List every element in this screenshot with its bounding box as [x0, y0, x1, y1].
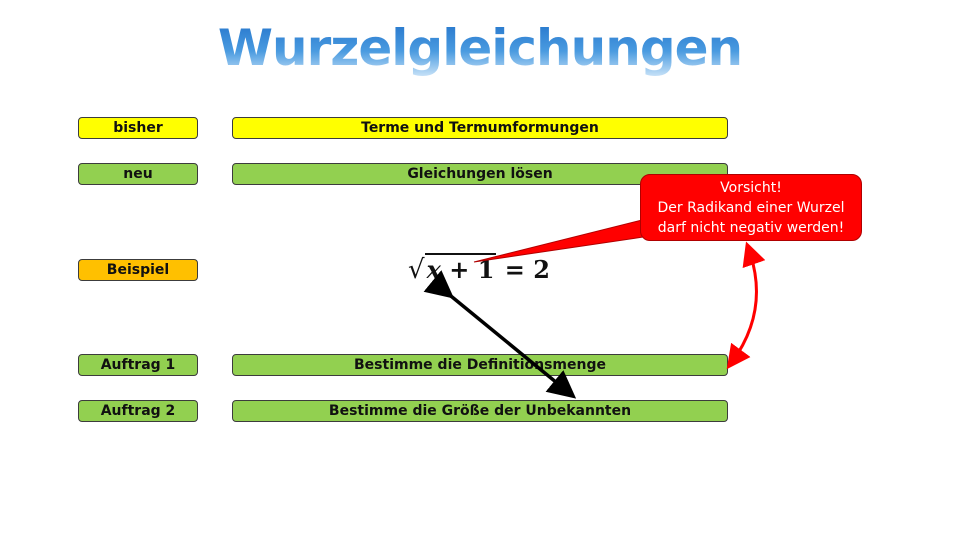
warning-callout: Vorsicht! Der Radikand einer Wurzel darf…	[640, 174, 862, 241]
callout-line-1: Vorsicht!	[720, 180, 782, 196]
content-neu: Gleichungen lösen	[232, 163, 728, 185]
double-arrow-red	[726, 241, 766, 370]
content-auftrag-2: Bestimme die Größe der Unbekannten	[232, 400, 728, 422]
label-neu: neu	[78, 163, 198, 185]
radical-sign: √	[408, 255, 425, 285]
callout-line-2: Der Radikand einer Wurzel	[657, 200, 845, 216]
page-title: Wurzelgleichungen	[0, 16, 960, 80]
callout-line-3: darf nicht negativ werden!	[657, 220, 845, 236]
label-auftrag-2: Auftrag 2	[78, 400, 198, 422]
callout-pointer	[473, 217, 651, 263]
label-auftrag-1: Auftrag 1	[78, 354, 198, 376]
label-beispiel: Beispiel	[78, 259, 198, 281]
double-arrow-black	[423, 270, 577, 399]
content-bisher: Terme und Termumformungen	[232, 117, 728, 139]
label-bisher: bisher	[78, 117, 198, 139]
